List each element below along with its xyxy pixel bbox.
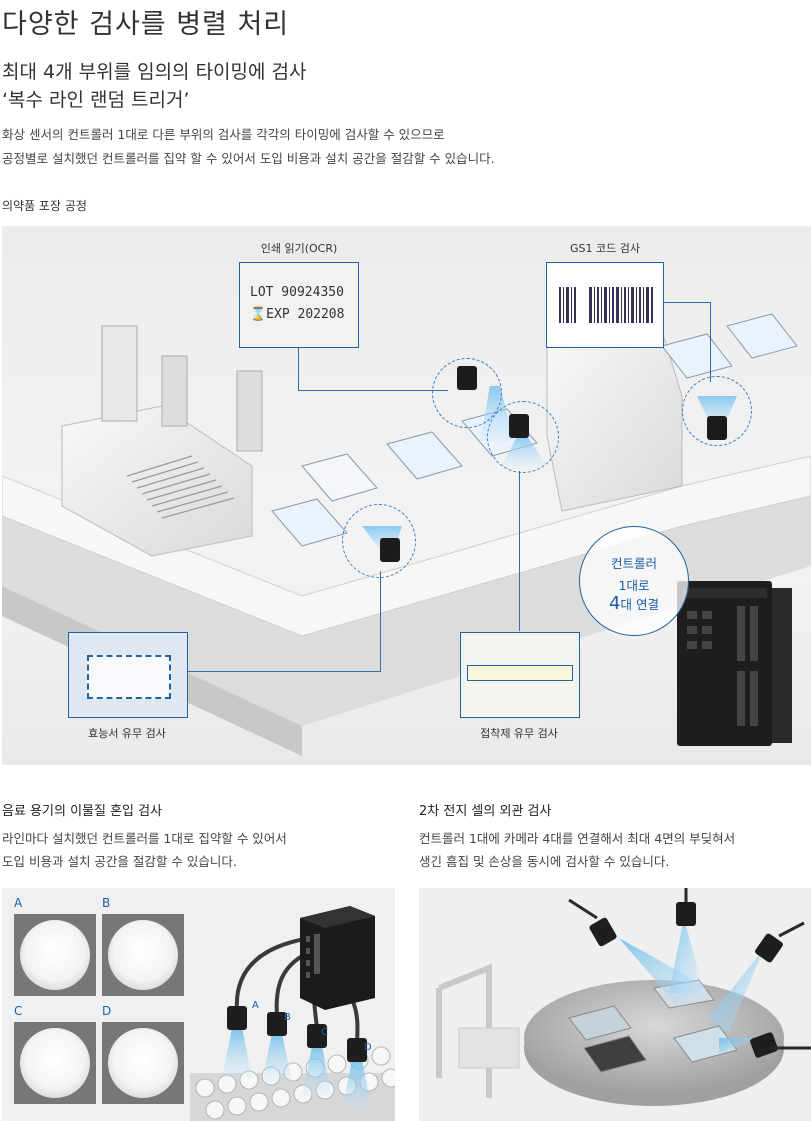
controller-badge: 컨트롤러 1대로 4대 연결 — [579, 526, 689, 636]
camera-icon — [707, 416, 727, 440]
adhesive-camera-zone — [682, 376, 752, 446]
leaflet-camera-zone — [342, 504, 416, 578]
beverage-desc-line-2: 도입 비용과 설치 공간을 절감할 수 있습니다. — [2, 854, 237, 869]
adhesive-callout — [460, 632, 580, 718]
controller-count-suffix: 대 연결 — [620, 597, 659, 612]
sample-letter-d: D — [102, 1004, 112, 1018]
beverage-title: 음료 용기의 이물질 혼입 검사 — [2, 804, 163, 819]
gs1-callout — [546, 262, 664, 348]
subtitle-line-1: 최대 4개 부위를 임의의 타이밍에 검사 — [2, 61, 307, 83]
battery-desc-line-1: 컨트롤러 1대에 카메라 4대를 연결해서 최대 4면의 부딪혀서 — [419, 831, 736, 846]
svg-text:B: B — [284, 1012, 291, 1023]
camera-icon — [509, 414, 529, 438]
sample-letter-a: A — [14, 896, 23, 910]
ocr-sample-line-2: ⌛EXP 202208 — [250, 307, 345, 322]
bottle-sample-image-d — [102, 1022, 184, 1104]
beverage-desc-line-1: 라인마다 설치했던 컨트롤러를 1대로 집약할 수 있어서 — [2, 831, 287, 846]
battery-illustration — [419, 888, 811, 1121]
ocr-label: 인쇄 읽기(OCR) — [260, 242, 338, 255]
gs1-camera-zone-center — [487, 401, 559, 473]
description-line-2: 공정별로 설치했던 컨트롤러를 집약 할 수 있어서 도입 비용과 설치 공간을… — [2, 151, 495, 166]
connector-line — [187, 671, 381, 672]
controller-badge-line-3: 4대 연결 — [580, 593, 688, 614]
battery-title: 2차 전지 셀의 외관 검사 — [419, 804, 552, 819]
beverage-illustration: A B C D — [2, 888, 395, 1121]
bottle-sample-image-a — [14, 914, 96, 996]
description-line-1: 화상 센서의 컨트롤러 1대로 다른 부위의 검사를 각각의 타이밍에 검사할 … — [2, 127, 445, 142]
connector-line — [298, 390, 448, 391]
controller-count: 4 — [609, 593, 621, 614]
connector-line — [710, 302, 711, 382]
bottling-line-illustration: A B C D — [190, 906, 395, 1121]
camera-icon — [380, 538, 400, 562]
bottle-sample-image-b — [102, 914, 184, 996]
svg-text:C: C — [321, 1027, 328, 1038]
adhesive-label: 접착제 유무 검사 — [480, 727, 558, 740]
battery-inspection-illustration — [436, 888, 811, 1106]
connector-line — [519, 471, 520, 631]
ocr-sample-line-1: LOT 90924350 — [250, 285, 344, 300]
camera-icon — [457, 366, 477, 390]
leaflet-label: 효능서 유무 검사 — [88, 727, 166, 740]
ocr-camera-zone — [432, 358, 502, 428]
battery-desc-line-2: 생긴 흠집 및 손상을 동시에 검사할 수 있습니다. — [419, 854, 670, 869]
leaflet-callout — [68, 632, 188, 718]
controller-badge-line-2: 1대로 — [618, 578, 650, 593]
adhesive-sample-image — [467, 665, 573, 681]
bottle-sample-image-c — [14, 1022, 96, 1104]
ocr-callout: LOT 90924350 ⌛EXP 202208 — [239, 262, 359, 348]
pharma-illustration: 인쇄 읽기(OCR) LOT 90924350 ⌛EXP 202208 GS1 … — [2, 226, 811, 765]
connector-line — [380, 571, 381, 671]
sample-letter-c: C — [14, 1004, 23, 1018]
connector-line — [663, 302, 711, 303]
sample-letter-b: B — [102, 896, 111, 910]
svg-text:A: A — [252, 1000, 259, 1011]
section-label-pharma: 의약품 포장 공정 — [2, 199, 87, 213]
page-title: 다양한 검사를 병렬 처리 — [2, 9, 290, 40]
svg-text:D: D — [364, 1042, 372, 1053]
subtitle-line-2: ‘복수 라인 랜덤 트리거’ — [2, 89, 190, 111]
gs1-label: GS1 코드 검사 — [570, 242, 640, 255]
controller-badge-line-1: 컨트롤러 — [610, 556, 657, 571]
barcode-icon — [559, 287, 653, 323]
leaflet-sample-image — [87, 655, 171, 699]
connector-line — [298, 320, 299, 390]
